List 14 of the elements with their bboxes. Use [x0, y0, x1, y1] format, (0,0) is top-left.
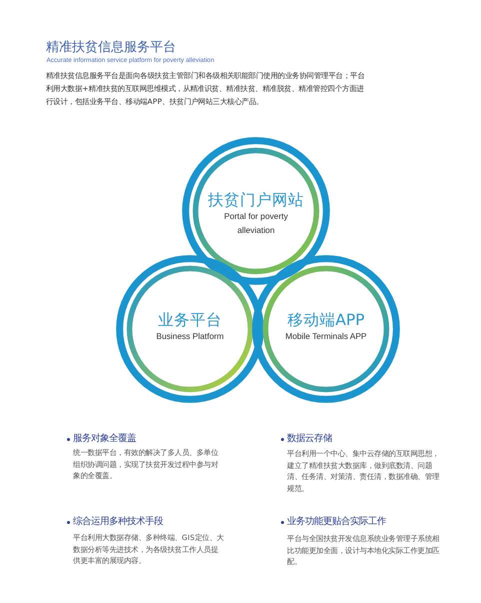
circle-title: 扶贫门户网站 [208, 191, 304, 209]
ring-circle [116, 255, 264, 403]
section-heading: 数据云存储 [287, 433, 332, 445]
circle-title: 业务平台 [158, 311, 222, 329]
ring-circle [182, 137, 330, 285]
ring-circle [252, 255, 400, 403]
circle-subtitle: Business Platform [156, 330, 224, 343]
section-heading: 综合运用多种技术手段 [73, 516, 163, 528]
section-heading: 业务功能更贴合实际工作 [287, 516, 386, 528]
circle-subtitle: Mobile Terminals APP [285, 330, 367, 343]
section-heading: 服务对象全覆盖 [73, 433, 136, 445]
circle-title: 移动端APP [287, 311, 365, 329]
page-title: 精准扶贫信息服务平台 [46, 40, 176, 56]
circle-subtitle: Portal for poverty alleviation [223, 210, 289, 236]
